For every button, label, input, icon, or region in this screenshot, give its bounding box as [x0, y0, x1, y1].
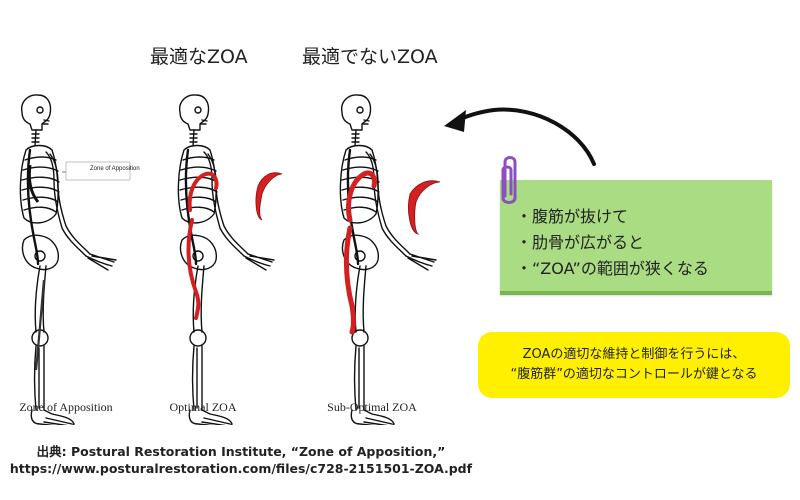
citation-url: https://www.posturalrestoration.com/file… [9, 461, 473, 476]
optimal-muscle [186, 171, 219, 320]
skeleton-optimal [177, 93, 276, 425]
key-point-line: “腹筋群”の適切なコントロールが鍵となる [510, 367, 758, 382]
key-point-line: ZOAの適切な維持と制御を行うには、 [522, 347, 746, 362]
suboptimal-muscle [343, 170, 377, 335]
note-bullet: ・“ZOA”の範囲が狭くなる [516, 259, 709, 278]
inset-label-box [65, 161, 131, 181]
caption-optimal-zoa: Optimal ZOA [169, 400, 237, 414]
suboptimal-zoa-title: 最適でないZOA [302, 46, 438, 68]
key-point-box: ZOAの適切な維持と制御を行うには、 “腹筋群”の適切なコントロールが鍵となる [478, 332, 790, 398]
diaphragm-outline [27, 164, 40, 203]
caption-suboptimal-zoa: Sub-Optimal ZOA [327, 400, 417, 414]
skeleton-suboptimal [339, 93, 438, 425]
paperclip-icon [501, 156, 517, 204]
optimal-diaphragm-detail [255, 172, 283, 221]
note-bullet: ・肋骨が広がると [516, 233, 645, 252]
curved-arrow-icon [444, 107, 596, 166]
citation-source: 出典: Postural Restoration Institute, “Zon… [36, 444, 446, 459]
skeleton-figure [19, 93, 441, 425]
suboptimal-diaphragm-detail [408, 180, 441, 235]
caption-zone-of-apposition: Zone of Apposition [19, 400, 113, 414]
leg-muscle-outline [34, 279, 46, 371]
optimal-zoa-title: 最適なZOA [150, 46, 248, 68]
zone-of-apposition-inset-label: Zone of Apposition [90, 166, 140, 172]
note-bullets: ・腹筋が抜けて ・肋骨が広がると ・“ZOA”の範囲が狭くなる [516, 204, 709, 282]
note-box: ・腹筋が抜けて ・肋骨が広がると ・“ZOA”の範囲が狭くなる [500, 180, 772, 295]
note-bullet: ・腹筋が抜けて [516, 207, 629, 226]
skeleton-zoa [19, 93, 118, 425]
